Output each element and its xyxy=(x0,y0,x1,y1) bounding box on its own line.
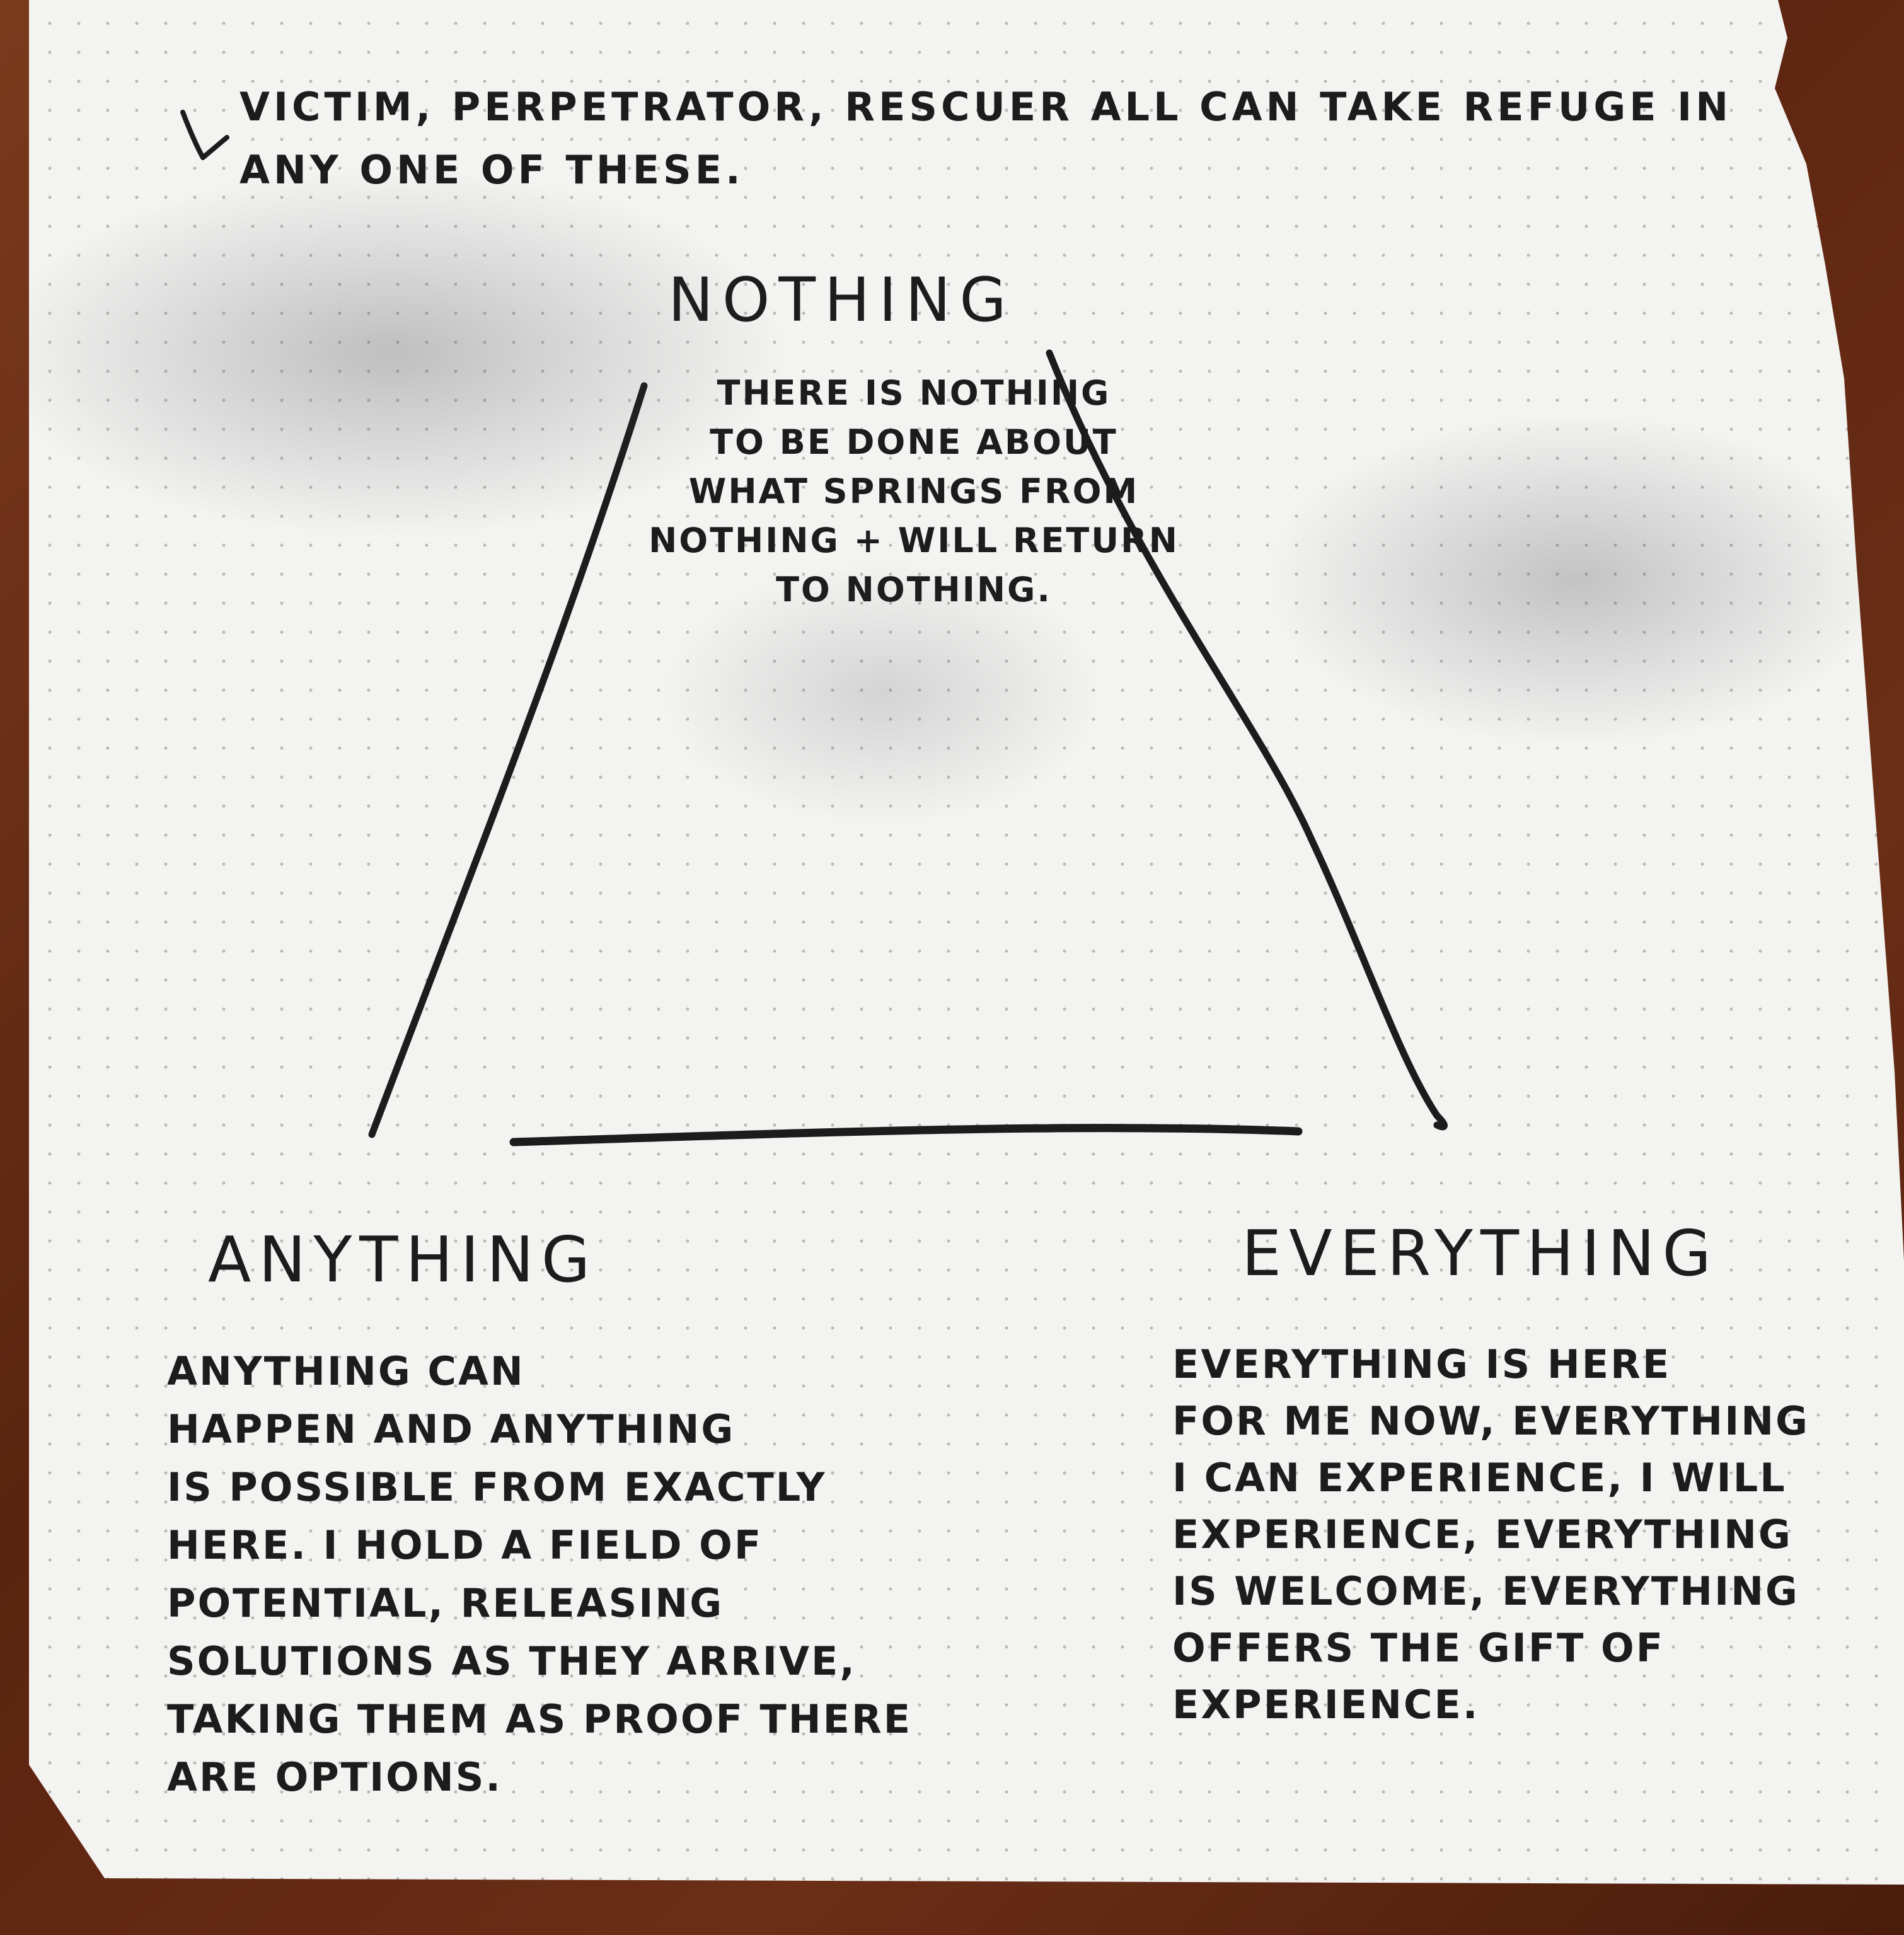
vertex-description-anything: ANYTHING CAN HAPPEN AND ANYTHING IS POSS… xyxy=(167,1348,913,1800)
vertex-label-everything: EVERYTHING xyxy=(1242,1216,1719,1290)
handwritten-note: VICTIM, PERPETRATOR, RESCUER ALL CAN TAK… xyxy=(239,84,1733,193)
arrow-down-icon xyxy=(180,110,229,160)
vertex-description-everything: EVERYTHING IS HERE FOR ME NOW, EVERYTHIN… xyxy=(1172,1341,1810,1728)
vertex-description-nothing: THERE IS NOTHING TO BE DONE ABOUT WHAT S… xyxy=(649,373,1179,609)
vertex-label-anything: ANYTHING xyxy=(208,1223,598,1297)
vertex-label-nothing: NOTHING xyxy=(668,265,1015,335)
dotted-paper-sheet xyxy=(29,0,1904,1885)
